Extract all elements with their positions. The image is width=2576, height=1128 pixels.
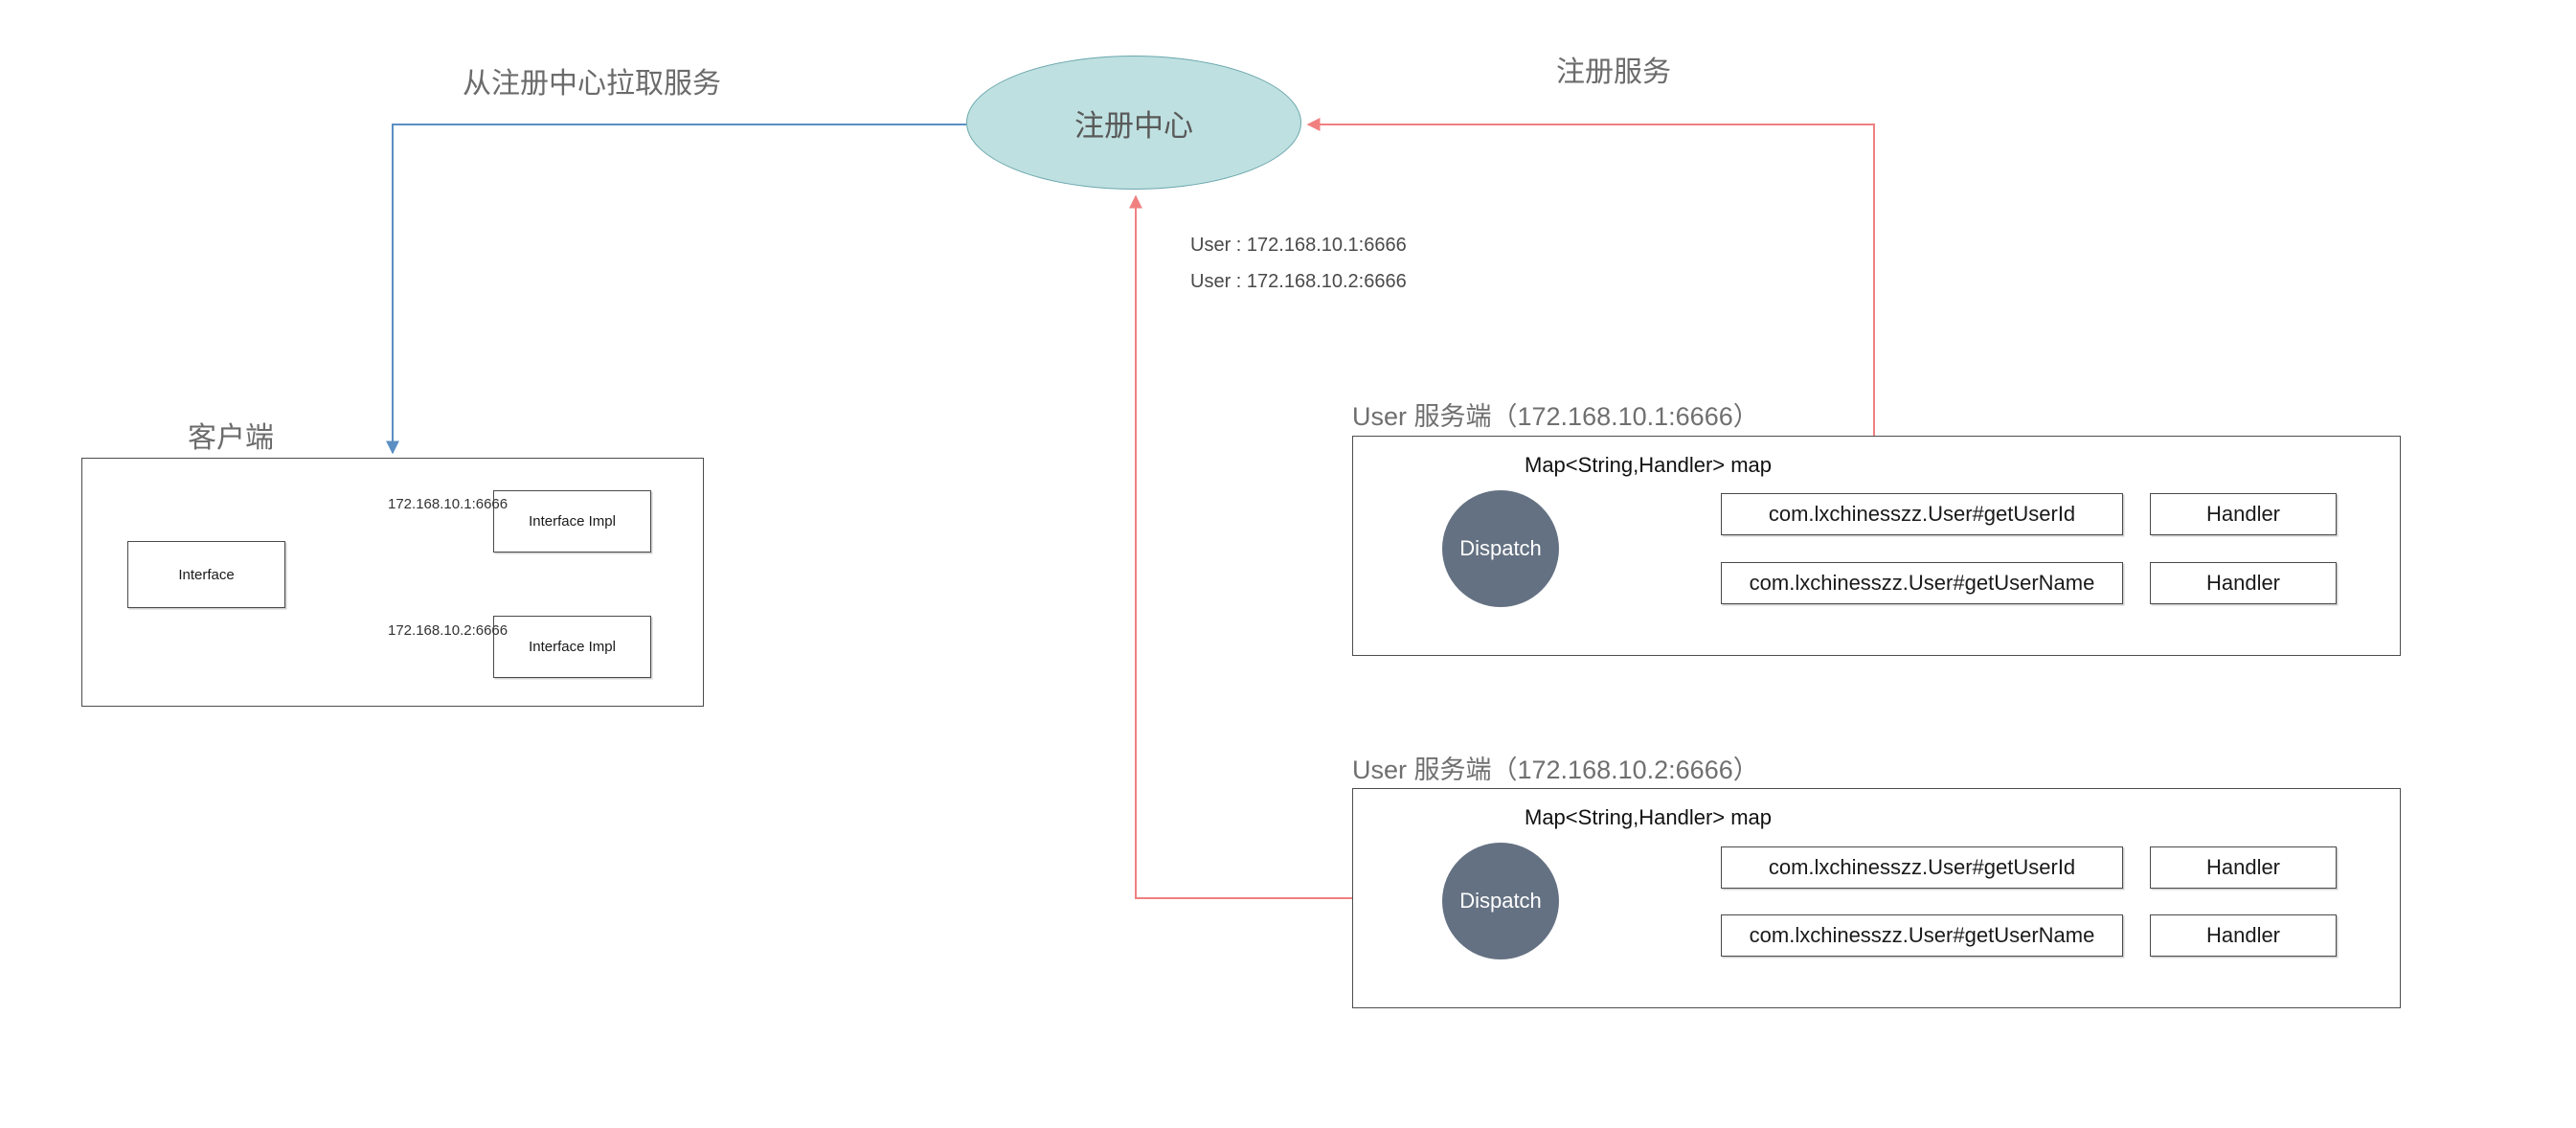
- server-2-handler-label-2: Handler: [2205, 923, 2281, 947]
- client-endpoint-label-2: 172.168.10.2:6666: [388, 622, 508, 639]
- server-1-handler-node-1[interactable]: Handler: [2150, 493, 2337, 535]
- server-2-key-label-1: com.lxchinesszz.User#getUserId: [1768, 855, 2076, 879]
- server-1-key-node-1[interactable]: com.lxchinesszz.User#getUserId: [1721, 493, 2123, 535]
- register-service-connector-2: [1129, 194, 1352, 899]
- registry-entry-1: User : 172.168.10.1:6666: [1190, 235, 1407, 256]
- server-2-key-node-1[interactable]: com.lxchinesszz.User#getUserId: [1721, 846, 2123, 889]
- server-1-key-label-2: com.lxchinesszz.User#getUserName: [1749, 571, 2095, 595]
- server-2-key-node-2[interactable]: com.lxchinesszz.User#getUserName: [1721, 914, 2123, 957]
- registry-center-label: 注册中心: [1074, 108, 1193, 143]
- server-2-dispatch-node[interactable]: Dispatch: [1442, 843, 1559, 959]
- server-1-title: User 服务端（172.168.10.1:6666）: [1352, 402, 1759, 431]
- registry-center-node[interactable]: 注册中心: [966, 56, 1301, 190]
- server-2-map-label: Map<String,Handler> map: [1525, 805, 1773, 829]
- server-2-key-label-2: com.lxchinesszz.User#getUserName: [1749, 923, 2095, 947]
- server-1-handler-label-1: Handler: [2205, 502, 2281, 526]
- server-2-title: User 服务端（172.168.10.2:6666）: [1352, 756, 1759, 784]
- registry-entry-2: User : 172.168.10.2:6666: [1190, 271, 1407, 292]
- client-interface-node[interactable]: Interface: [127, 541, 285, 608]
- client-endpoint-label-1: 172.168.10.1:6666: [388, 496, 508, 512]
- client-interface-label: Interface: [178, 566, 235, 583]
- client-impl-label-2: Interface Impl: [529, 639, 616, 655]
- server-1-dispatch-label: Dispatch: [1459, 536, 1542, 560]
- client-impl-node-1[interactable]: Interface Impl: [493, 490, 651, 553]
- server-1-dispatch-node[interactable]: Dispatch: [1442, 490, 1559, 607]
- client-impl-node-2[interactable]: Interface Impl: [493, 616, 651, 678]
- server-1-map-label: Map<String,Handler> map: [1525, 453, 1773, 477]
- register-service-label: 注册服务: [1556, 56, 1671, 88]
- server-1-handler-node-2[interactable]: Handler: [2150, 562, 2337, 604]
- pull-services-connector: [386, 124, 966, 455]
- client-impl-label-1: Interface Impl: [529, 513, 616, 530]
- server-1-key-label-1: com.lxchinesszz.User#getUserId: [1768, 502, 2076, 526]
- client-title: 客户端: [188, 422, 274, 454]
- server-1-handler-label-2: Handler: [2205, 571, 2281, 595]
- server-1-key-node-2[interactable]: com.lxchinesszz.User#getUserName: [1721, 562, 2123, 604]
- server-2-dispatch-label: Dispatch: [1459, 889, 1542, 913]
- server-2-handler-node-2[interactable]: Handler: [2150, 914, 2337, 957]
- server-2-handler-label-1: Handler: [2205, 855, 2281, 879]
- pull-services-label: 从注册中心拉取服务: [463, 68, 721, 100]
- server-2-handler-node-1[interactable]: Handler: [2150, 846, 2337, 889]
